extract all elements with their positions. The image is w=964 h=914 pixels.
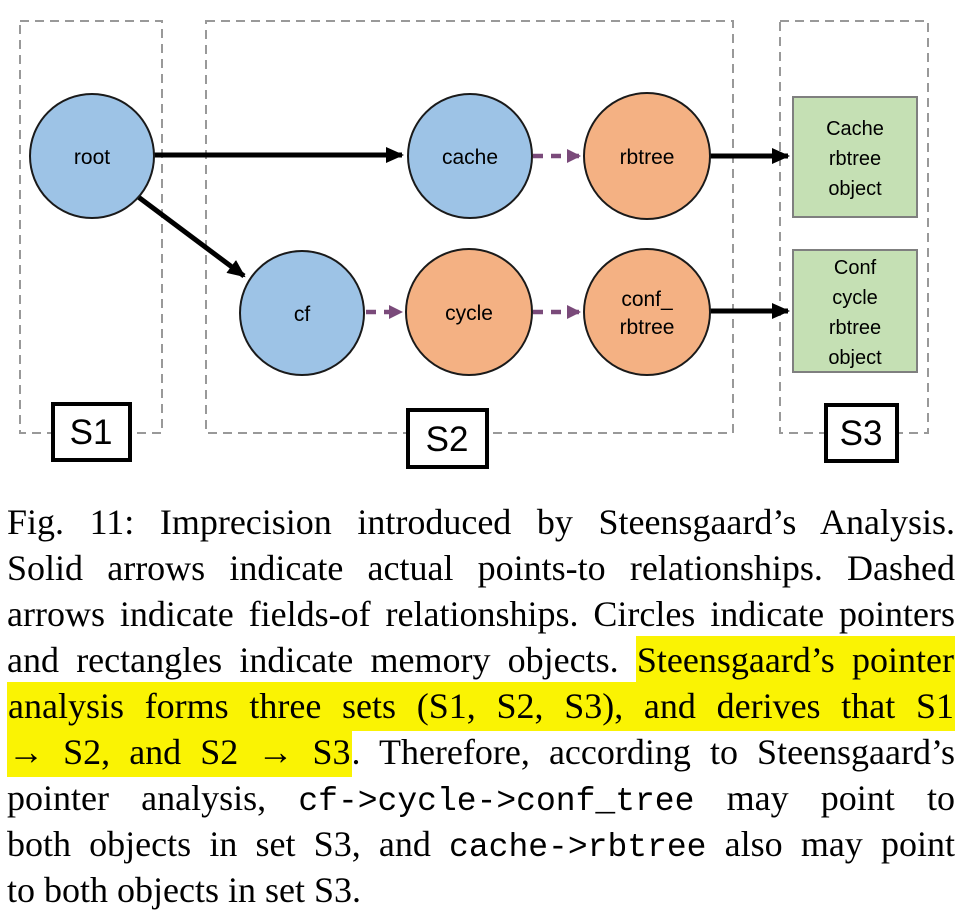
node-root-circle (29, 93, 155, 219)
caption-line-7: pointer analysis, cf->cycle->conf_tree m… (7, 775, 955, 821)
set-s1-label: S1 (70, 413, 113, 452)
object2-label-line4: object (828, 347, 882, 369)
object1-label-line1: Cache (826, 118, 884, 140)
figure-caption: Fig. 11: Imprecision introduced by Steen… (7, 499, 955, 913)
caption-text: may point to (694, 778, 955, 818)
node-cache-circle (407, 93, 533, 219)
node-cf-circle (239, 250, 365, 376)
set-s1-boundary (19, 20, 163, 434)
highlighted-text: → S2, and S2 → S3 (7, 728, 352, 777)
inline-code: cf->cycle->conf_tree (298, 783, 695, 820)
set-s1-label-box (51, 402, 132, 462)
caption-text: also may point (706, 824, 955, 864)
memory-object-cache-rbtree (792, 96, 918, 218)
set-s2-label: S2 (426, 420, 469, 459)
object1-label-line3: object (828, 178, 882, 200)
object2-label-line3: rbtree (829, 317, 881, 339)
caption-text: to both objects in set S3. (7, 870, 361, 910)
node-rbtree-circle (583, 92, 711, 220)
set-s2-label-box (406, 408, 489, 469)
caption-line-1: Fig. 11: Imprecision introduced by Steen… (7, 499, 955, 545)
set-s3-label: S3 (840, 414, 883, 453)
caption-text: Fig. 11: Imprecision introduced by Steen… (7, 502, 955, 542)
caption-line-8: both objects in set S3, and cache->rbtre… (7, 821, 955, 867)
caption-line-2: Solid arrows indicate actual points-to r… (7, 545, 955, 591)
object2-label-line2: cycle (832, 287, 878, 309)
caption-line-9: to both objects in set S3. (7, 867, 955, 913)
pointer-analysis-diagram: root cache rbtree cf cycle conf_ rbtree … (19, 20, 929, 469)
caption-line-5: analysis forms three sets (S1, S2, S3), … (7, 682, 955, 731)
caption-text: Solid arrows indicate actual points-to r… (7, 548, 955, 588)
highlighted-text: Steensgaard’s pointer (635, 636, 955, 685)
caption-text: and rectangles indicate memory objects. (7, 640, 636, 680)
highlighted-text: analysis forms three sets (S1, S2, S3), … (7, 682, 955, 731)
node-cf-label: cf (294, 303, 311, 326)
set-s3-label-box (824, 403, 899, 463)
node-cache-label: cache (442, 146, 498, 169)
node-cycle-label: cycle (445, 302, 493, 325)
caption-line-6: → S2, and S2 → S3. Therefore, according … (7, 728, 955, 777)
inline-code: cache->rbtree (449, 829, 707, 866)
node-conf-rbtree-label-line1: conf_ (621, 288, 673, 311)
node-root-label: root (74, 146, 110, 169)
caption-line-3: arrows indicate fields-of relationships.… (7, 591, 955, 637)
object2-label-line1: Conf (834, 257, 877, 279)
node-conf-rbtree-circle (583, 248, 711, 376)
caption-text: . Therefore, according to Steensgaard’s (351, 732, 955, 772)
object1-label-line2: rbtree (829, 148, 881, 170)
caption-text: pointer analysis, (7, 778, 299, 818)
caption-text: both objects in set S3, and (7, 824, 450, 864)
caption-text: arrows indicate fields-of relationships.… (7, 594, 955, 634)
memory-object-conf-cycle-rbtree (792, 249, 918, 373)
caption-line-4: and rectangles indicate memory objects. … (7, 636, 955, 685)
solid-arrow-root-to-cf (135, 193, 246, 279)
node-cycle-circle (405, 248, 533, 376)
node-conf-rbtree-label-line2: rbtree (620, 316, 675, 339)
node-rbtree-label: rbtree (620, 146, 675, 169)
